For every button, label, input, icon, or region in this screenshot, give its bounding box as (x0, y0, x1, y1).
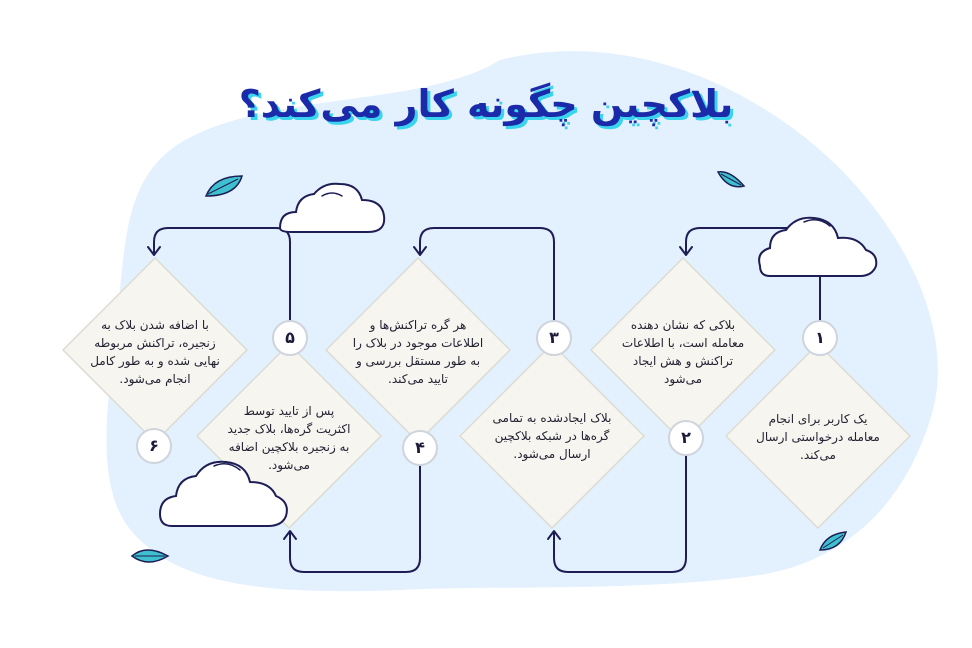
step-3-diamond (459, 343, 645, 529)
cloud-detail (213, 463, 241, 471)
cloud-detail (803, 219, 831, 227)
step-2-number: ۲ (668, 420, 704, 456)
connector-4-5 (289, 454, 421, 573)
leaf-vein (207, 178, 239, 195)
step-1-number: ۱ (802, 320, 838, 356)
step-3-number: ۳ (536, 320, 572, 356)
step-6-text: با اضافه شدن بلاک به زنجیره، تراکنش مربو… (90, 318, 220, 386)
step-1-diamond (725, 343, 911, 529)
cloud-icon (278, 182, 386, 233)
arrowhead-icon (283, 530, 297, 540)
arrowhead-icon (147, 246, 161, 256)
step-2-text: بلاکی که نشان دهنده معامله است، با اطلاع… (621, 318, 745, 386)
leaf-vein (822, 534, 844, 549)
page-title: بلاکچین چگونه کار می‌کند؟ (238, 82, 734, 126)
arrowhead-icon (679, 246, 693, 256)
arrowhead-icon (547, 530, 561, 540)
step-5-number: ۵ (272, 320, 308, 356)
leaf-vein (720, 173, 742, 186)
step-4-number: ۴ (402, 430, 438, 466)
step-4-text: هر گره تراکنش‌ها و اطلاعات موجود در بلاک… (352, 318, 484, 386)
arrowheads (147, 246, 693, 540)
cloud-icon (758, 216, 878, 277)
connector-1-2 (685, 227, 821, 321)
step-5-text: پس از تایید توسط اکثریت گره‌ها، بلاک جدی… (227, 404, 351, 472)
step-3-text: بلاک ایجادشده به تمامی گره‌ها در شبکه بل… (492, 411, 612, 461)
cloud-icon (158, 460, 288, 527)
arrowhead-icon (413, 246, 427, 256)
cloud-detail (321, 192, 343, 197)
step-6-number: ۶ (136, 428, 172, 464)
connector-3-4 (419, 227, 555, 321)
connector-2-3 (553, 454, 687, 573)
step-1-text: یک کاربر برای انجام معامله درخواستی ارسا… (756, 412, 880, 462)
connectors (153, 227, 821, 573)
connector-5-6 (153, 227, 291, 321)
